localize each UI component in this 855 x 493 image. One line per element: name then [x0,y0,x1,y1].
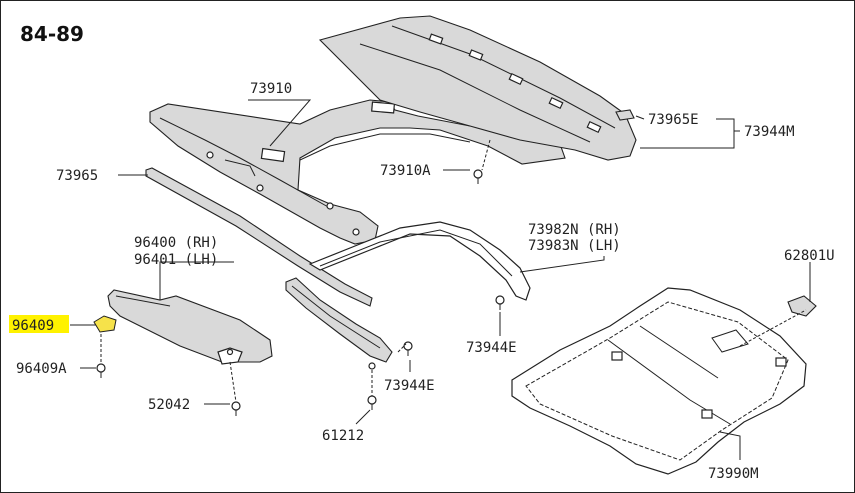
floor-panel-73990m[interactable] [511,287,807,475]
label-73965: 73965 [56,168,98,184]
leader-96400 [159,261,234,300]
label-73990m: 73990M [708,466,759,482]
leader-73990m [719,431,741,460]
year-range-title: 84-89 [20,22,84,46]
label-73944e-left: 73944E [466,340,517,356]
assembly-line-62801u [739,309,807,347]
assembly-line-73910a [481,139,491,171]
leader-73982n [519,256,605,273]
highlight-96409 [9,315,69,333]
label-73910a: 73910A [380,163,431,179]
leader-73965e [635,115,645,120]
roof-panel-73944m[interactable] [318,15,637,161]
screw-96409a[interactable] [96,363,106,378]
sun-visor-96400[interactable] [107,289,273,363]
label-73965e: 73965E [648,112,699,128]
clip-73965e[interactable] [615,109,635,121]
label-73983n-lh: 73983N (LH) [528,238,621,254]
visor-holder-96409[interactable] [93,315,117,333]
bracket-73944m [640,118,735,149]
front-rail[interactable] [285,277,393,363]
label-96409[interactable]: 96409 [12,318,54,334]
screw-73944e-left[interactable] [495,295,505,310]
screw-73910a[interactable] [473,169,483,184]
leader-73910 [248,99,312,147]
clip-62801u[interactable] [787,295,817,317]
screw-52042[interactable] [231,401,241,416]
headliner-73910[interactable] [149,99,566,245]
label-73982n-rh: 73982N (RH) [528,222,621,238]
side-rail-73982n[interactable] [308,221,531,301]
label-96409a: 96409A [16,361,67,377]
leader-61212 [355,409,371,425]
label-96401-lh: 96401 (LH) [134,252,218,268]
label-52042: 52042 [148,397,190,413]
label-73944m: 73944M [744,124,795,140]
visor-bracket[interactable] [217,347,243,365]
label-62801u: 62801U [784,248,835,264]
label-73910: 73910 [250,81,292,97]
assembly-line-52042 [229,361,237,403]
label-96400-rh: 96400 (RH) [134,235,218,251]
assembly-line-73944e [397,343,407,353]
label-61212: 61212 [322,428,364,444]
trim-strip-73965[interactable] [145,167,373,307]
label-73944e-right: 73944E [384,378,435,394]
